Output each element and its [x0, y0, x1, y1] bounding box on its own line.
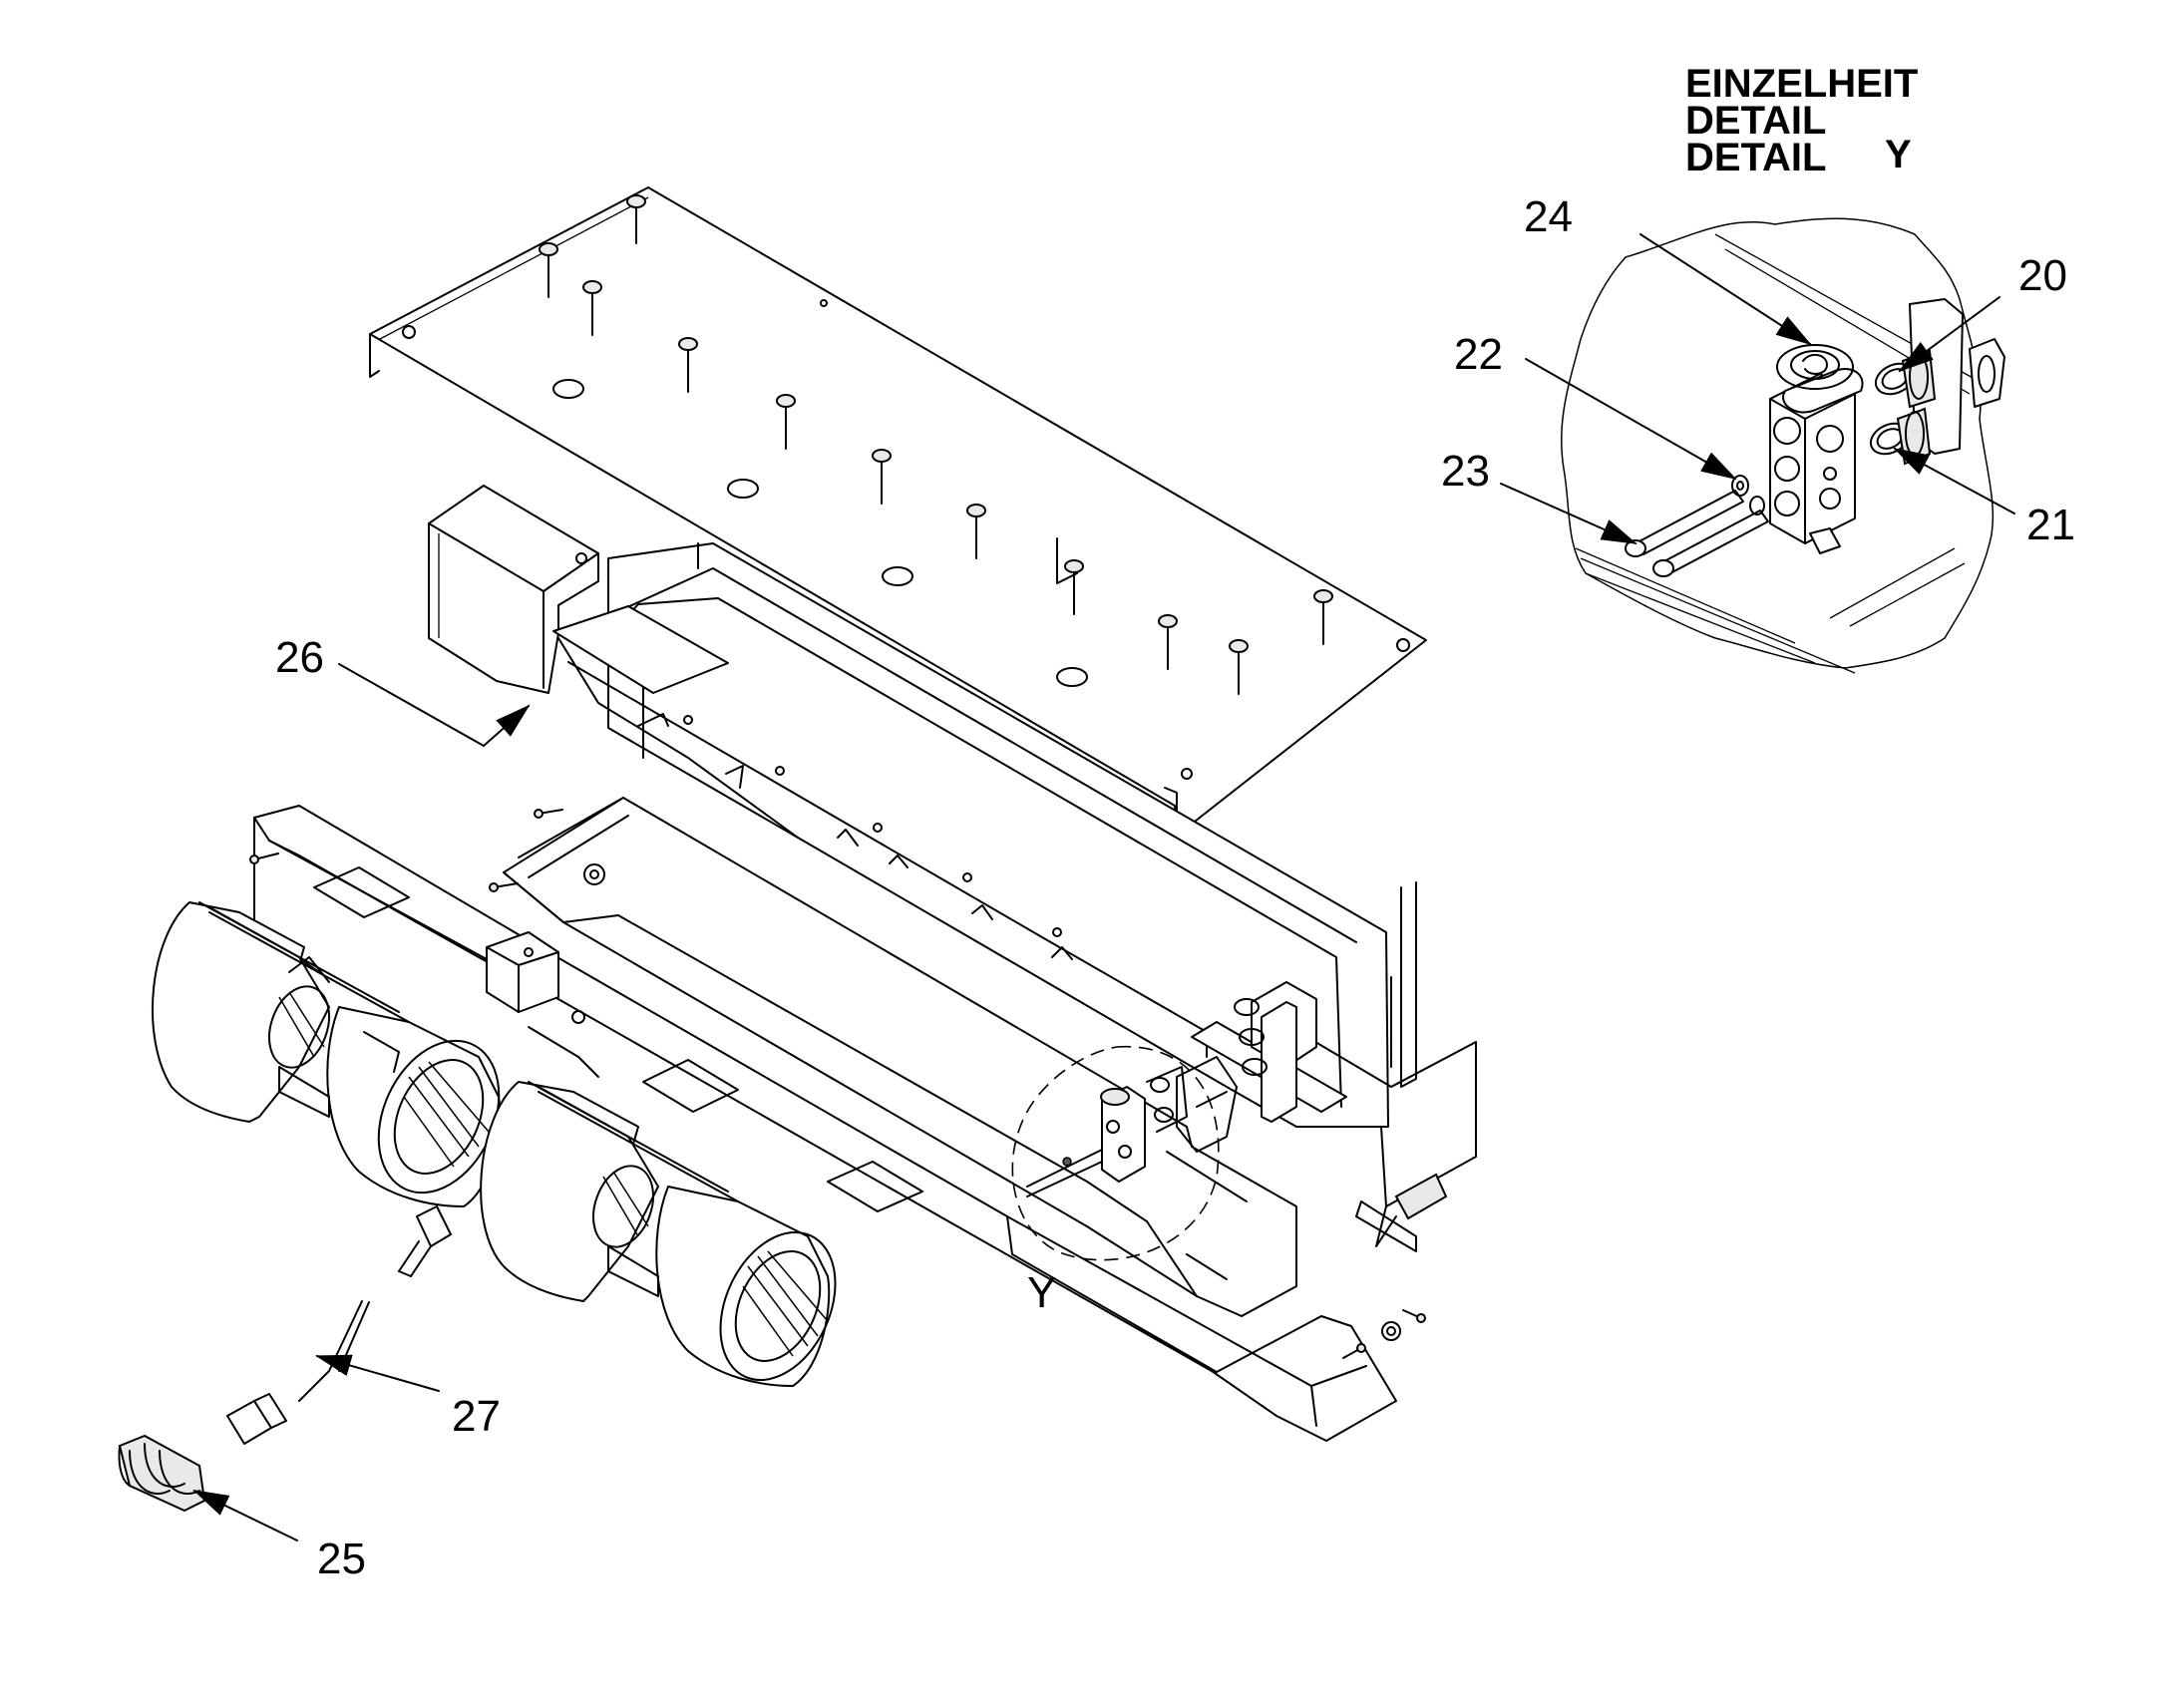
- relay-block: [486, 931, 599, 1078]
- washer-icon: [1731, 475, 1765, 515]
- coil-spring: [118, 1434, 206, 1513]
- expansion-valve-main: [1026, 1066, 1188, 1197]
- temperature-sensor: [226, 1205, 452, 1445]
- blower-assembly-right: [480, 1081, 837, 1387]
- callout-27: 27: [452, 1392, 501, 1441]
- callout-leaders: [192, 663, 531, 1541]
- callout-numbers: 20 21 22 23 24 25 26 27: [275, 192, 2075, 1583]
- evaporator-housing: [552, 537, 1477, 1247]
- top-cover-plate: [369, 186, 1427, 837]
- callout-23: 23: [1441, 447, 1490, 496]
- expansion-valve-detail: [1769, 344, 1864, 554]
- detail-title-line-1: EINZELHEIT: [1685, 62, 1918, 106]
- view-y-marker: Y: [1027, 1268, 1056, 1317]
- drain-pan: [503, 797, 1297, 1317]
- detail-title-line-3: DETAIL: [1685, 136, 1826, 179]
- coil-fittings: [1176, 981, 1347, 1153]
- cover-screw-icon: [539, 194, 1333, 695]
- blower-assembly-left: [151, 901, 502, 1207]
- callout-20: 20: [2018, 251, 2067, 300]
- callout-21: 21: [2026, 501, 2075, 549]
- bolt-icon: [1625, 490, 1769, 577]
- detail-title-line-2: DETAIL: [1685, 99, 1826, 143]
- callout-26: 26: [275, 633, 324, 682]
- callout-25: 25: [317, 1535, 366, 1583]
- detail-view-letter: Y: [1885, 133, 1912, 176]
- o-ring-21-icon: [1869, 407, 1932, 466]
- detail-y-view: [1500, 217, 2015, 674]
- o-ring-20-icon: [1874, 349, 1937, 409]
- callout-24: 24: [1524, 192, 1573, 241]
- frame-screw-icon: [249, 809, 1426, 1359]
- cover-bracket: [428, 485, 599, 694]
- detail-title: EINZELHEIT DETAIL DETAIL Y: [1685, 62, 1918, 179]
- detail-y-boundary: [1011, 1046, 1220, 1261]
- callout-22: 22: [1454, 330, 1503, 379]
